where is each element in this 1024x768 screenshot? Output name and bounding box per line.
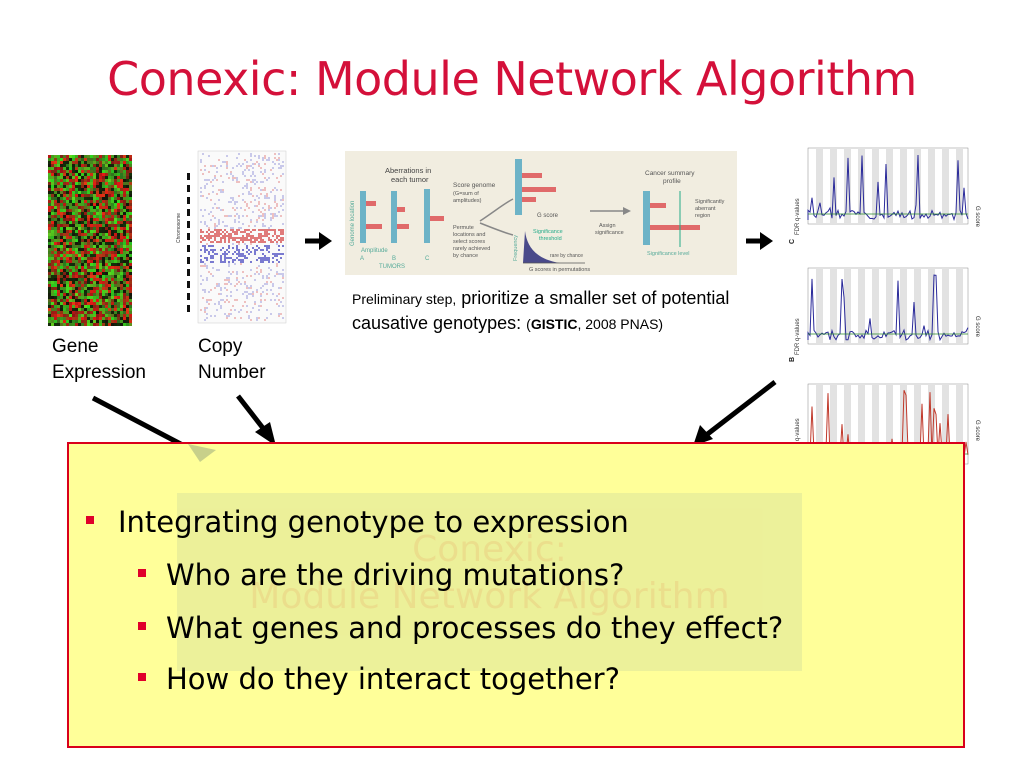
copy-number-svg: Chromosome <box>176 150 287 324</box>
copy-number-figure: Chromosome <box>168 143 290 329</box>
heatmap-svg <box>48 155 132 326</box>
panel-label-b: B <box>789 357 796 362</box>
gistic-col-a: A <box>360 256 364 262</box>
bullet-marker-3 <box>138 622 146 630</box>
gistic-sig-level: Significance level <box>647 251 690 257</box>
slide-title: Conexic: Module Network Algorithm <box>107 52 917 106</box>
gistic-g-scores-perm: G scores in permutations <box>529 267 590 273</box>
ghost-line2: Module Network Algorithm <box>249 576 730 617</box>
preliminary-step-text: Preliminary step, prioritize a smaller s… <box>352 286 772 336</box>
gistic-permute2: locations and <box>453 232 485 238</box>
gistic-score-genome: Score genome <box>453 182 496 189</box>
prelim-gistic: GISTIC <box>530 316 578 332</box>
gistic-permute1: Permute <box>453 225 474 231</box>
gistic-aberrations-label: Aberrations in <box>385 166 431 175</box>
arrow-to-fdr <box>746 232 773 250</box>
arrow-to-gistic <box>305 232 332 250</box>
fdr-axis-3: FDR q-values <box>795 418 801 455</box>
ghost-line1: Conexic: <box>412 529 567 570</box>
gistic-sig-aberrant3: region <box>695 213 710 219</box>
bullet-text-4: How do they interact together? <box>166 662 620 696</box>
bullet-text-3: What genes and processes do they effect? <box>166 611 784 645</box>
ghost-title-box: Conexic: Module Network Algorithm <box>177 493 802 671</box>
gscore-axis-2: G score <box>974 316 980 338</box>
bullet-driving: Who are the driving mutations? <box>138 558 624 592</box>
gistic-genome-location: Genome location <box>350 201 356 246</box>
bullet-marker-2 <box>138 569 146 577</box>
prelim-main: prioritize a smaller set of potential ca… <box>352 288 730 333</box>
gistic-col-b: B <box>392 256 396 262</box>
bullet-integrating: Integrating genotype to expression <box>86 505 629 539</box>
gistic-permute4: rarely achieved <box>453 246 490 252</box>
gistic-frequency: Frequency <box>513 235 519 261</box>
chromosome-axis-label: Chromosome <box>176 213 182 243</box>
gistic-score-sub1: (G=sum of <box>453 191 479 197</box>
copy-caption-line1: Copy <box>198 336 243 357</box>
gistic-score-sub2: amplitudes) <box>453 198 482 204</box>
gene-caption-line2: Expression <box>52 362 146 383</box>
copy-caption-line2: Number <box>198 362 266 383</box>
gistic-col-c: C <box>425 256 430 262</box>
fdr-plots: FDR q-values FDR q-values FDR q-values G… <box>786 140 982 492</box>
gistic-amplitude: Amplitude <box>361 248 388 254</box>
gistic-diagram: Aberrations in each tumor Genome locatio… <box>345 151 737 275</box>
bullet-text-1: Integrating genotype to expression <box>118 505 629 539</box>
fdr-svg: FDR q-values FDR q-values FDR q-values G… <box>789 147 980 465</box>
gene-expression-heatmap <box>48 155 132 326</box>
gistic-permute3: select scores <box>453 239 485 245</box>
gistic-sig-threshold1: Significance <box>533 229 563 235</box>
bullet-marker-1 <box>86 516 94 524</box>
bullet-text-2: Who are the driving mutations? <box>166 558 625 592</box>
gistic-g-score: G score <box>537 213 559 219</box>
gene-expression-caption: Gene Expression <box>52 334 146 386</box>
gistic-assign1: Assign <box>599 223 616 229</box>
gistic-cancer-summary2: profile <box>663 178 681 185</box>
prelim-small: Preliminary step, <box>352 291 457 307</box>
gscore-axis-3: G score <box>974 420 980 442</box>
prelim-open: ( <box>526 316 531 332</box>
fdr-axis-2: FDR q-values <box>795 318 801 355</box>
arrow-tip-fade <box>188 444 216 462</box>
bullet-genes: What genes and processes do they effect? <box>138 611 783 645</box>
gistic-sig-aberrant2: aberrant <box>695 206 716 212</box>
panel-label-c: C <box>789 239 796 244</box>
gistic-sig-aberrant1: Significantly <box>695 199 725 205</box>
prelim-tail: , 2008 PNAS) <box>577 316 664 332</box>
gistic-tumors: TUMORS <box>379 264 405 270</box>
gistic-assign2: significance <box>595 230 624 236</box>
gene-caption-line1: Gene <box>52 336 99 357</box>
gistic-cancer-summary1: Cancer summary <box>645 170 695 177</box>
bullet-interact: How do they interact together? <box>138 662 620 696</box>
fdr-axis-1: FDR q-values <box>795 198 801 235</box>
gistic-svg: Aberrations in each tumor Genome locatio… <box>350 159 725 273</box>
bullet-marker-4 <box>138 673 146 681</box>
gscore-axis-1: G score <box>974 206 980 228</box>
gistic-each-tumor-label: each tumor <box>391 175 429 184</box>
gistic-sig-threshold2: threshold <box>539 236 562 242</box>
gistic-rare-by-chance: rare by chance <box>550 253 583 259</box>
gistic-permute5: by chance <box>453 253 478 259</box>
copy-number-caption: Copy Number <box>198 334 266 386</box>
